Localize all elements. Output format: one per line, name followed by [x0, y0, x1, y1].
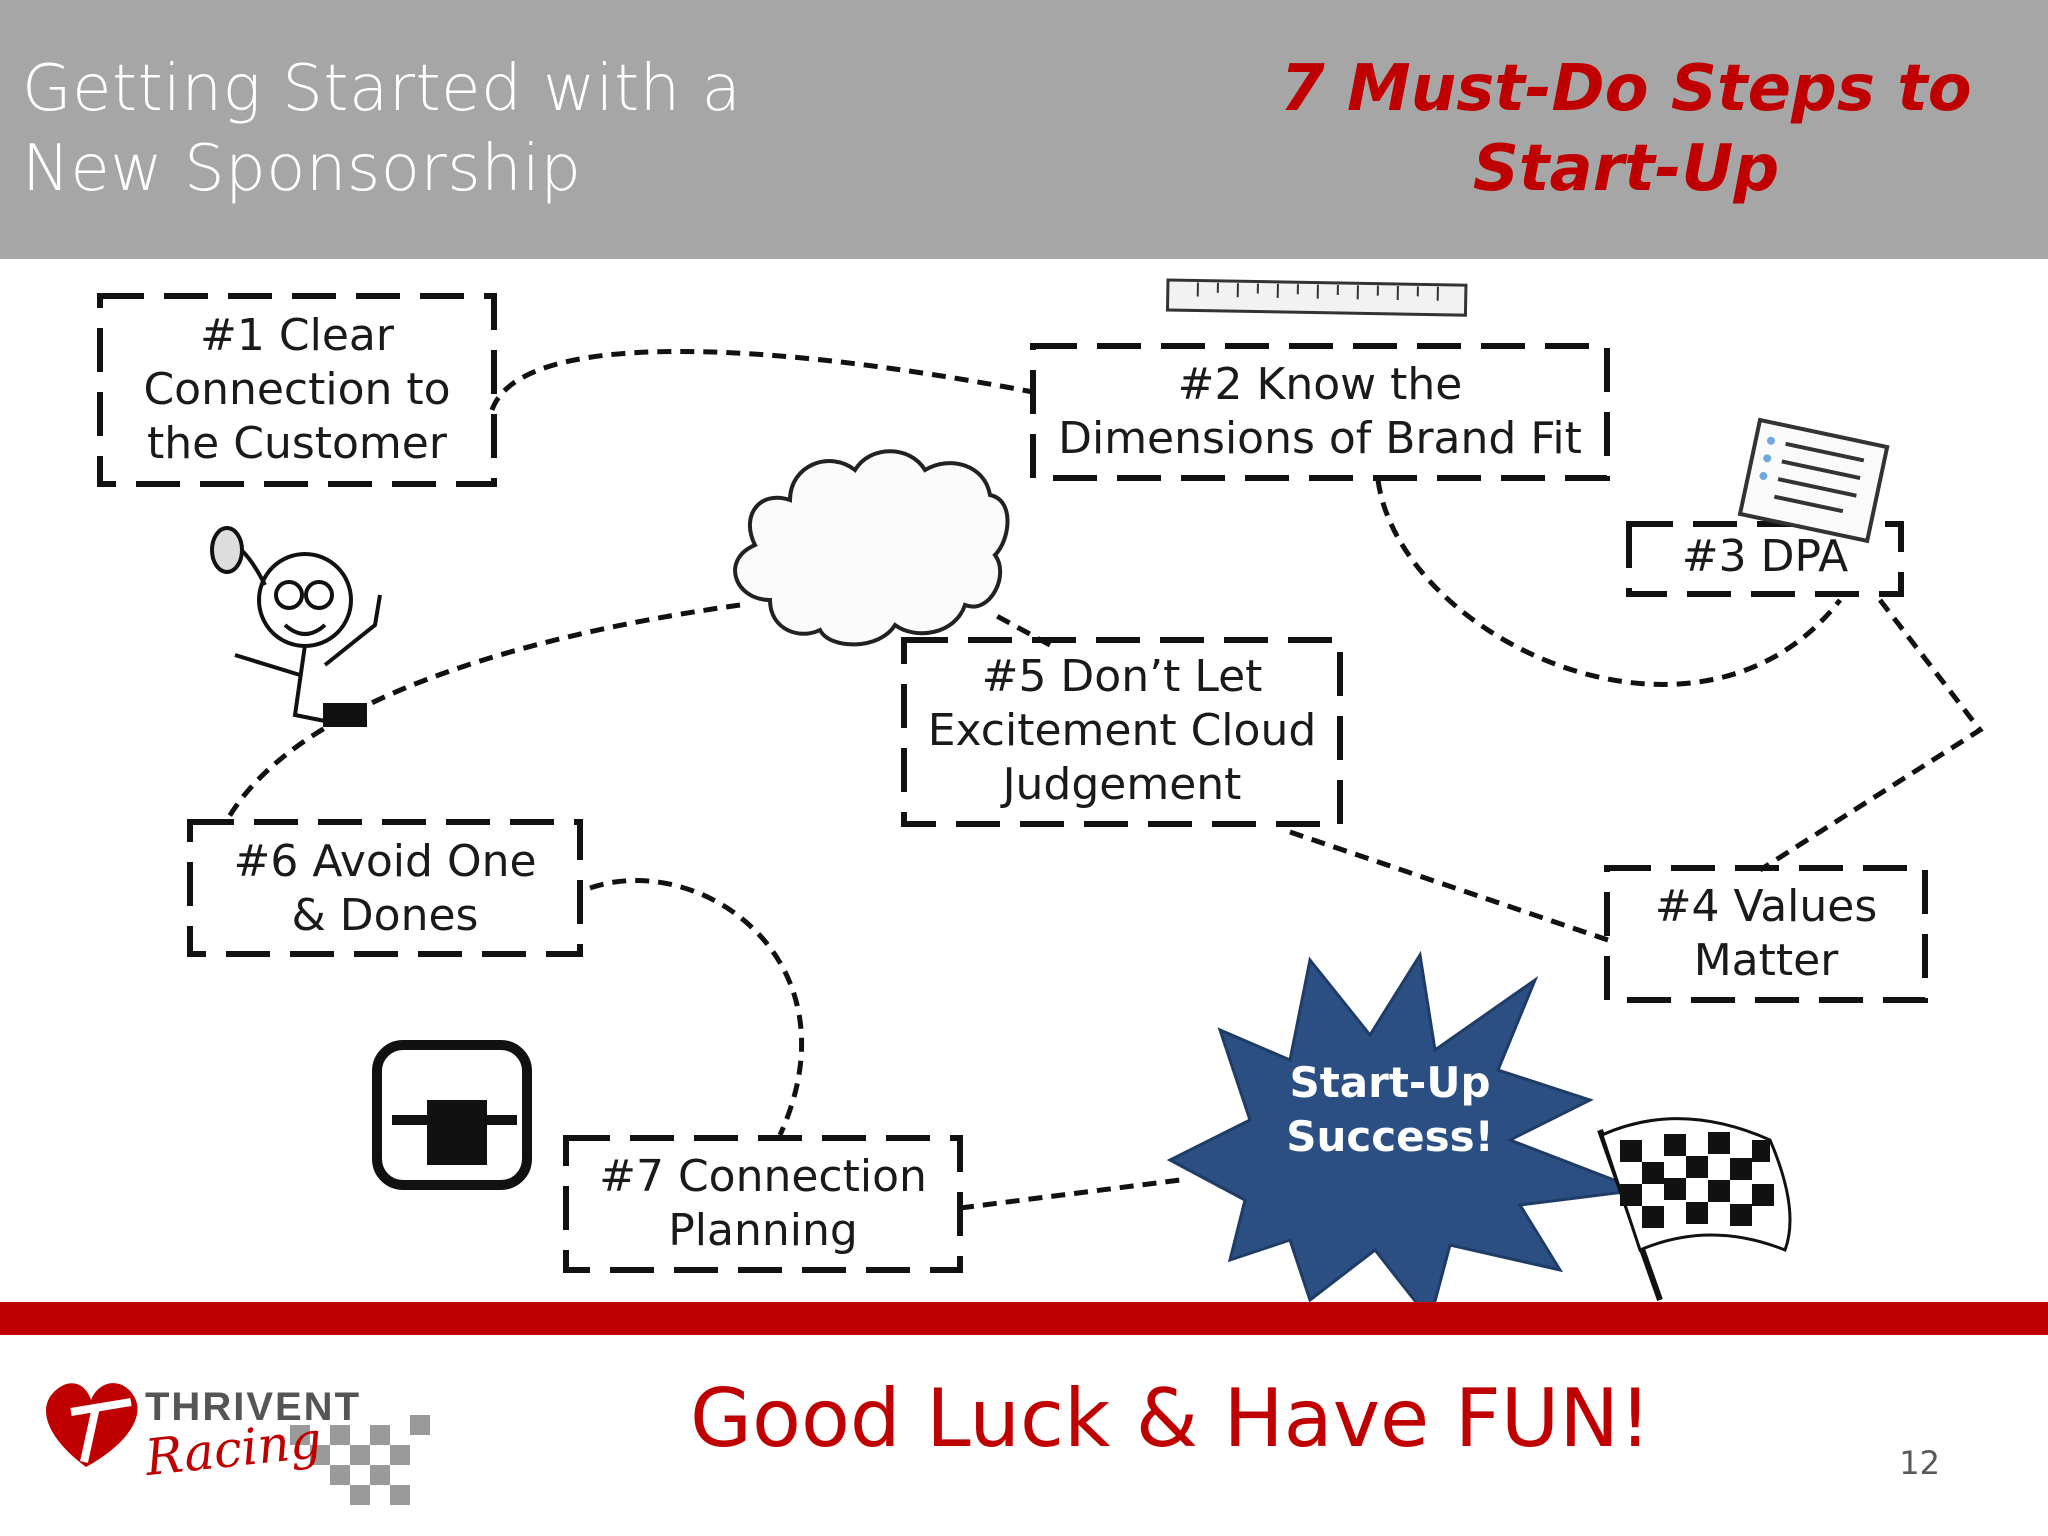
step-7-line-2: Planning [668, 1205, 858, 1256]
step-7-label: #7 Connection Planning [566, 1150, 960, 1258]
step-5-box [901, 637, 1343, 827]
plug-icon [372, 1040, 532, 1190]
logo-checker-pattern [290, 1415, 430, 1505]
step-4-line-2: Matter [1693, 935, 1839, 986]
cartoon-man-icon [210, 526, 382, 727]
footer-divider-bar [0, 1302, 2048, 1335]
step-7-box [563, 1135, 963, 1273]
slide-subtitle-line-2: Start-Up [1472, 132, 1780, 206]
footer-message: Good Luck & Have FUN! [690, 1372, 1652, 1465]
success-burst-line-2: Success! [1286, 1112, 1494, 1161]
connector-7-burst [959, 1177, 1181, 1211]
step-6-line-2: & Dones [291, 890, 479, 941]
success-burst-label: Start-Up Success! [1230, 1056, 1550, 1164]
step-1-box [97, 293, 497, 487]
logo-wordmark: THRIVENT [145, 1385, 361, 1429]
success-burst-line-1: Start-Up [1289, 1058, 1491, 1107]
document-icon [1737, 417, 1890, 544]
step-4-box [1604, 865, 1928, 1003]
success-burst-shape [1166, 950, 1641, 1324]
thrivent-logo-mark [46, 1383, 138, 1467]
connector-4-5 [1289, 829, 1609, 943]
step-4-line-1: #4 Values [1654, 881, 1878, 932]
step-3-box [1626, 521, 1904, 597]
slide-title-line-2: New Sponsorship [22, 132, 582, 206]
step-4-label: #4 Values Matter [1607, 880, 1925, 988]
step-5-label: #5 Don’t Let Excitement Cloud Judgement [904, 650, 1340, 812]
step-2-line-1: #2 Know the [1177, 359, 1463, 410]
step-6-label: #6 Avoid One & Dones [190, 835, 580, 943]
connector-1-2 [489, 348, 1034, 411]
step-2-box [1030, 343, 1610, 481]
step-3-label: #3 DPA [1629, 530, 1901, 584]
step-2-label: #2 Know the Dimensions of Brand Fit [1033, 358, 1607, 466]
connector-cloud-6 [223, 602, 741, 824]
slide-subtitle-line-1: 7 Must-Do Steps to [1280, 52, 1972, 126]
step-1-line-2: Connection to [143, 364, 451, 415]
step-6-box [187, 819, 583, 957]
header-banner: Getting Started with a New Sponsorship 7… [0, 0, 2048, 259]
step-7-line-1: #7 Connection [599, 1151, 927, 1202]
page-number: 12 [1899, 1444, 1940, 1482]
step-6-line-1: #6 Avoid One [233, 836, 537, 887]
connector-2-3 [1375, 479, 1842, 687]
step-1-line-3: the Customer [147, 418, 447, 469]
ruler-icon [1165, 278, 1468, 317]
connector-6-7 [589, 878, 804, 1137]
step-5-line-2: Excitement Cloud [927, 705, 1317, 756]
step-1-label: #1 Clear Connection to the Customer [100, 309, 494, 471]
cloud-icon [733, 449, 1010, 647]
step-2-line-2: Dimensions of Brand Fit [1058, 413, 1582, 464]
step-1-line-1: #1 Clear [200, 310, 394, 361]
connector-3-4 [1758, 598, 1984, 873]
checkered-flag-icon [1597, 1117, 1792, 1301]
step-5-line-3: Judgement [1002, 759, 1242, 810]
step-5-line-1: #5 Don’t Let [981, 651, 1263, 702]
slide-title-line-1: Getting Started with a [22, 52, 742, 126]
step-3-line-1: #3 DPA [1681, 531, 1849, 582]
